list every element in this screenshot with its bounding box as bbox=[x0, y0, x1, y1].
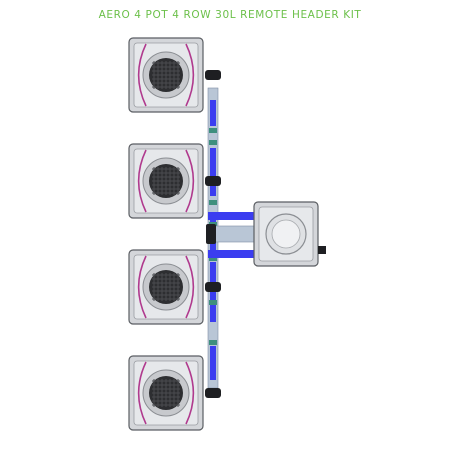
blue-tube-segment bbox=[210, 148, 216, 196]
spray-line-right bbox=[185, 43, 195, 107]
spray-line-left bbox=[137, 43, 147, 107]
elbow-fitting bbox=[205, 388, 221, 398]
spray-line-left bbox=[137, 255, 147, 319]
header-tank-layer bbox=[253, 201, 326, 267]
blue-tube-segment bbox=[210, 100, 216, 126]
drain-fitting bbox=[318, 246, 326, 254]
spray-line-right bbox=[185, 149, 195, 213]
tank-cap bbox=[271, 219, 301, 249]
tube-connector bbox=[209, 300, 217, 305]
pot-with-net-pot-icon bbox=[128, 143, 204, 219]
tube-connector bbox=[209, 256, 217, 261]
supply-tube bbox=[208, 212, 256, 220]
tube-connector bbox=[209, 140, 217, 145]
tube-connector bbox=[209, 340, 217, 345]
spray-line-right bbox=[185, 361, 195, 425]
pot-with-net-pot-icon bbox=[128, 249, 204, 325]
elbow-fitting bbox=[205, 70, 221, 80]
elbow-fitting bbox=[205, 282, 221, 292]
plumbing-layer bbox=[205, 70, 259, 398]
diagram-title: AERO 4 POT 4 ROW 30L REMOTE HEADER KIT bbox=[98, 9, 362, 21]
blue-tube-segment bbox=[210, 346, 216, 380]
spray-line-left bbox=[137, 361, 147, 425]
tee-fitting bbox=[206, 224, 216, 244]
pot-with-net-pot-icon bbox=[128, 37, 204, 113]
pot-with-net-pot-icon bbox=[128, 355, 204, 431]
elbow-fitting bbox=[205, 176, 221, 186]
return-tube bbox=[208, 250, 256, 258]
pots-layer bbox=[128, 37, 204, 431]
tube-connector bbox=[209, 128, 217, 133]
tube-connector bbox=[209, 200, 217, 205]
spray-line-left bbox=[137, 149, 147, 213]
remote-header-tank-icon bbox=[253, 201, 326, 267]
header-pipe bbox=[213, 225, 259, 243]
spray-line-right bbox=[185, 255, 195, 319]
